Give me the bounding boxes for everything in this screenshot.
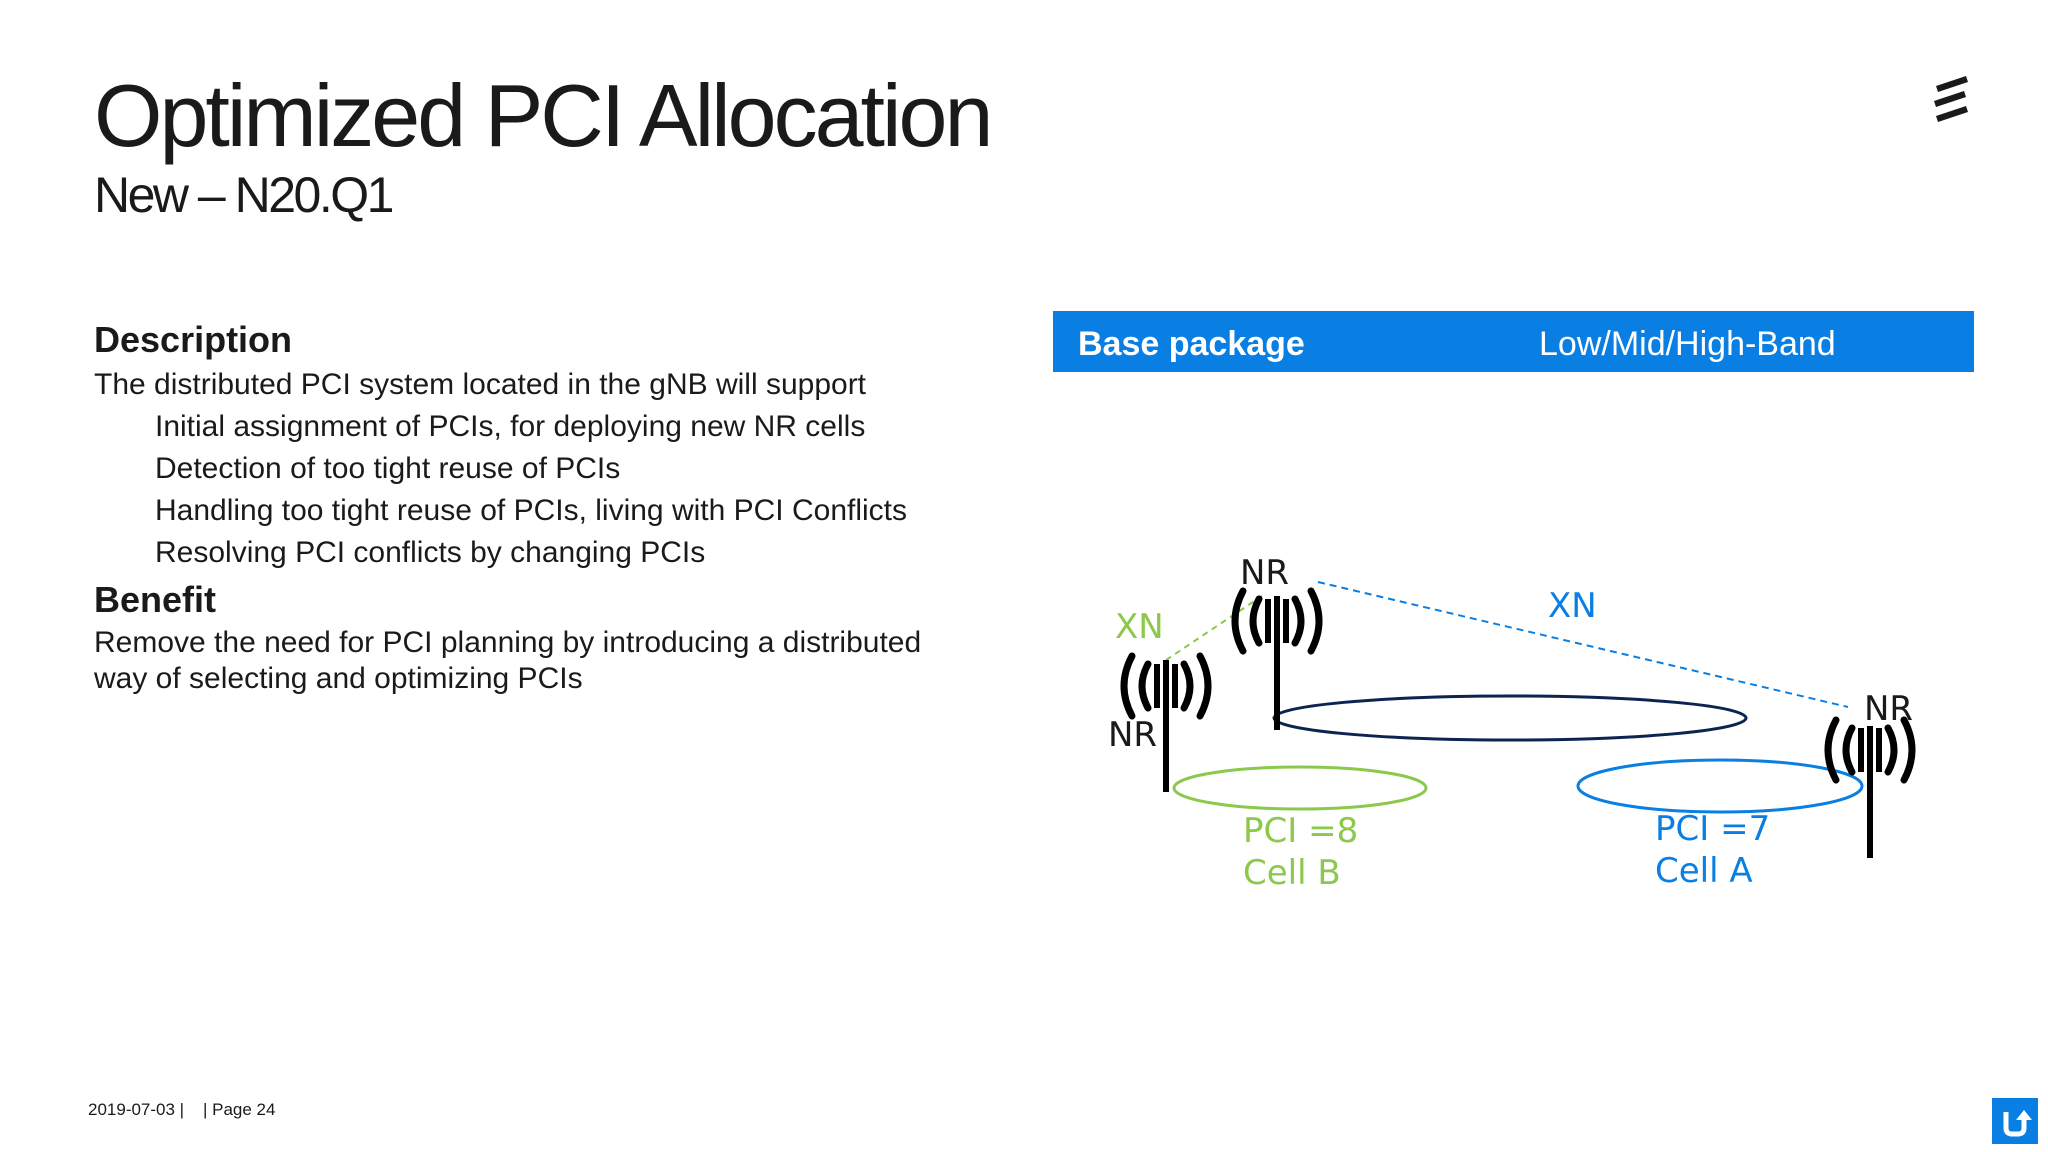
node-label-top: NR xyxy=(1240,553,1289,593)
package-label: Base package xyxy=(1078,325,1305,363)
page-title: Optimized PCI Allocation xyxy=(94,66,993,165)
antenna-icon xyxy=(1235,591,1319,730)
scroll-up-icon[interactable] xyxy=(1992,1098,2038,1144)
description-intro: The distributed PCI system located in th… xyxy=(94,368,867,401)
xn-label-blue: XN xyxy=(1548,586,1597,626)
cell-a-name: Cell A xyxy=(1655,851,1753,891)
cell-b-name: Cell B xyxy=(1243,853,1341,893)
antenna-icon xyxy=(1124,656,1208,792)
description-heading: Description xyxy=(94,319,293,360)
description-item: Handling too tight reuse of PCIs, living… xyxy=(155,494,908,527)
node-label-left: NR xyxy=(1108,715,1157,755)
description-item: Resolving PCI conflicts by changing PCIs xyxy=(155,536,706,569)
coverage-ellipse-navy xyxy=(1272,694,1748,742)
benefit-heading: Benefit xyxy=(94,579,217,620)
package-band: Low/Mid/High-Band xyxy=(1539,325,1836,363)
antenna-icon xyxy=(1828,720,1912,858)
page-subtitle: New – N20.Q1 xyxy=(94,167,394,223)
cell-b-pci: PCI =8 xyxy=(1243,811,1358,851)
package-banner: Base package Low/Mid/High-Band xyxy=(1053,311,1974,372)
cell-a-pci: PCI =7 xyxy=(1655,809,1770,849)
footer-text: 2019-07-03 | | Page 24 xyxy=(88,1100,276,1119)
ericsson-logo-icon xyxy=(1934,76,1968,122)
cell-a-ellipse xyxy=(1576,758,1864,814)
cell-b-ellipse xyxy=(1172,765,1428,811)
node-label-right: NR xyxy=(1864,689,1913,729)
xn-link-green xyxy=(1165,595,1263,661)
benefit-line: way of selecting and optimizing PCIs xyxy=(94,662,583,695)
description-item: Detection of too tight reuse of PCIs xyxy=(155,452,621,485)
benefit-line: Remove the need for PCI planning by intr… xyxy=(94,626,922,659)
xn-label-green: XN xyxy=(1115,607,1164,647)
xn-link-blue xyxy=(1317,581,1849,708)
description-item: Initial assignment of PCIs, for deployin… xyxy=(155,410,866,443)
